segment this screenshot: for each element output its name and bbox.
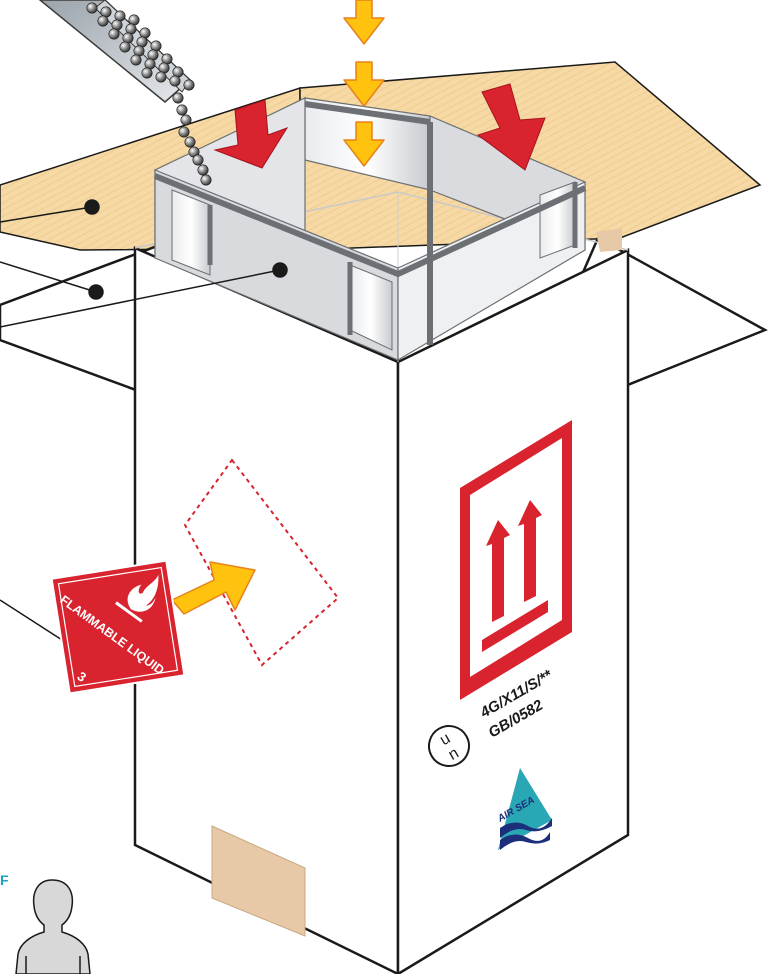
down-arrow-icon xyxy=(343,121,385,167)
granule xyxy=(184,136,196,148)
callout-dot-divider xyxy=(272,262,288,278)
person-icon xyxy=(15,879,91,975)
granule xyxy=(97,15,109,27)
red-arrow-left xyxy=(213,99,289,169)
pointer-arrow-icon xyxy=(171,561,256,615)
un-symbol xyxy=(428,725,470,767)
granule xyxy=(130,54,142,66)
callout-dot-box xyxy=(88,284,104,300)
granule xyxy=(192,154,204,166)
granule xyxy=(178,126,190,138)
orientation-label xyxy=(460,420,572,700)
flammable-liquid-placard: FLAMMABLE LIQUID 3 xyxy=(50,559,186,695)
divider-front-right xyxy=(397,181,586,362)
granule xyxy=(200,174,212,186)
corner-label-fragment: F xyxy=(0,872,9,888)
granule xyxy=(119,41,131,53)
placard-target-outline xyxy=(183,458,340,667)
granule xyxy=(183,79,195,91)
granule xyxy=(172,92,184,104)
granule xyxy=(86,2,98,14)
granule xyxy=(108,28,120,40)
granule xyxy=(141,67,153,79)
granule xyxy=(197,164,209,176)
this-way-up-icon xyxy=(482,500,548,652)
down-arrows xyxy=(343,0,385,167)
callout-dot-lid xyxy=(84,199,100,215)
tape-patch-bottom xyxy=(211,825,306,937)
granule xyxy=(169,75,181,87)
down-arrow-icon xyxy=(343,61,385,107)
inner-dividers xyxy=(153,97,622,362)
absorbent-granules xyxy=(86,2,212,186)
divider-post-left xyxy=(171,189,211,276)
down-arrow-icon xyxy=(343,0,385,45)
granule xyxy=(176,104,188,116)
tape-patch-corner xyxy=(596,228,622,252)
airsea-logo: AIR SEA xyxy=(495,768,552,850)
red-press-arrows xyxy=(213,83,546,171)
granule xyxy=(180,114,192,126)
flame-icon xyxy=(115,574,159,623)
red-arrow-right xyxy=(476,83,546,171)
granule xyxy=(155,71,167,83)
